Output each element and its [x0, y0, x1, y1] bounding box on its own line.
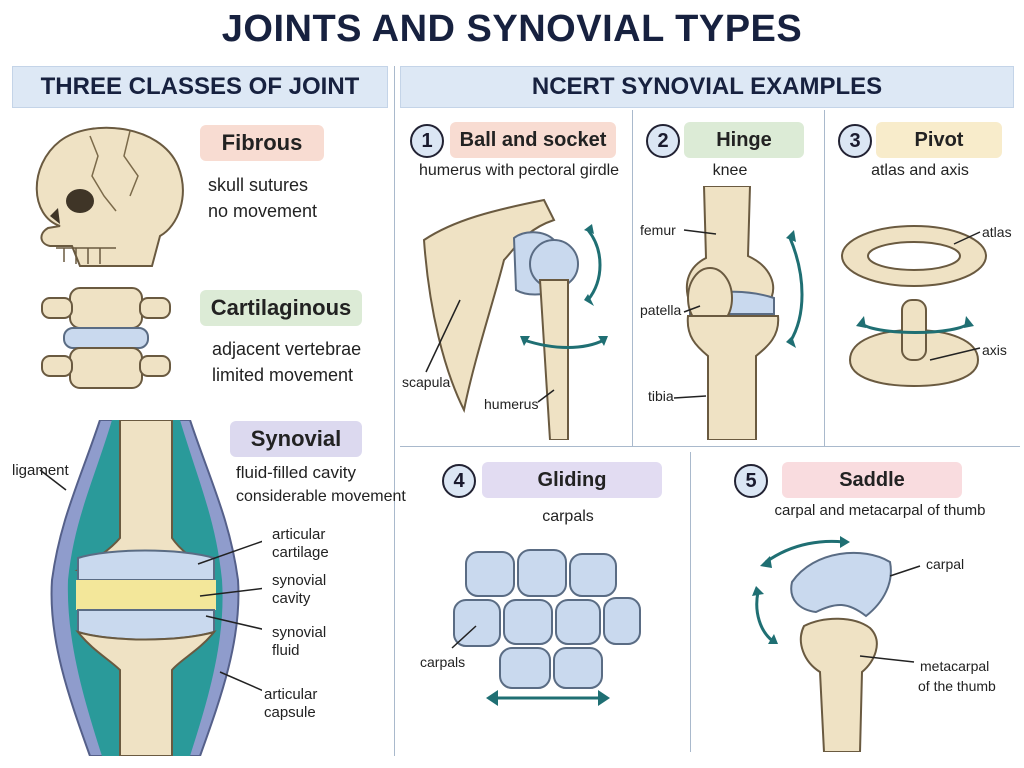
page-title: JOINTS AND SYNOVIAL TYPES	[221, 8, 803, 50]
row-divider	[400, 446, 1020, 447]
gliding-label: Gliding	[482, 462, 662, 498]
hinge-desc: knee	[712, 162, 748, 179]
ball-socket-desc: humerus with pectoral girdle	[418, 162, 620, 179]
knee-illustration	[673, 186, 804, 440]
cartilaginous-label: Cartilaginous	[200, 290, 362, 326]
axis-label: axis	[982, 342, 1007, 358]
gliding-desc: carpals	[542, 508, 594, 525]
example-number-1: 1	[410, 124, 444, 158]
atlas-label: atlas	[982, 224, 1012, 240]
divider-1-2	[632, 110, 633, 446]
carpal-label: carpal	[926, 556, 965, 572]
fibrous-desc-2: no movement	[208, 201, 318, 221]
ball-socket-label: Ball and socket	[450, 122, 616, 158]
divider-2-3	[824, 110, 825, 446]
carpals-illustration	[451, 549, 641, 706]
example-number-5: 5	[734, 464, 768, 498]
articular-capsule-label-1: articular	[264, 686, 318, 703]
metacarpal-label-1: metacarpal	[920, 658, 990, 674]
articular-cartilage-label-1: articular	[272, 526, 326, 543]
patella-label: patella	[640, 302, 682, 318]
left-section-heading: THREE CLASSES OF JOINT	[12, 66, 388, 108]
panel-divider	[394, 66, 395, 756]
synovial-label: Synovial	[230, 421, 362, 457]
right-section-heading: NCERT SYNOVIAL EXAMPLES	[400, 66, 1014, 108]
synovial-cavity-label-2: cavity	[272, 590, 311, 607]
example-number-2: 2	[646, 124, 680, 158]
tibia-label: tibia	[648, 388, 674, 404]
saddle-desc: carpal and metacarpal of thumb	[774, 502, 986, 519]
synovial-cavity-label-1: synovial	[272, 572, 327, 589]
vertebrae-illustration	[41, 287, 171, 389]
atlas-axis-illustration	[841, 225, 987, 388]
cartilaginous-desc-2: limited movement	[212, 365, 354, 385]
thumb-saddle-illustration	[752, 536, 921, 752]
metacarpal-label-2: of the thumb	[918, 678, 996, 694]
fibrous-label: Fibrous	[200, 125, 324, 161]
fibrous-desc-1: skull sutures	[208, 175, 309, 195]
carpals-label: carpals	[420, 654, 466, 670]
articular-cartilage-label-2: cartilage	[272, 544, 329, 561]
scapula-label: scapula	[402, 374, 451, 390]
skull-illustration	[35, 126, 184, 267]
synovial-fluid-label-2: fluid	[272, 642, 300, 659]
hinge-label: Hinge	[684, 122, 804, 158]
example-number-4: 4	[442, 464, 476, 498]
synovial-fluid-label-1: synovial	[272, 624, 327, 641]
saddle-label: Saddle	[782, 462, 962, 498]
shoulder-illustration	[422, 198, 608, 440]
cartilaginous-desc-1: adjacent vertebrae	[212, 339, 362, 359]
pivot-label: Pivot	[876, 122, 1002, 158]
synovial-desc-2: considerable movement	[236, 488, 406, 505]
pivot-desc: atlas and axis	[871, 162, 969, 179]
humerus-label: humerus	[484, 396, 539, 412]
synovial-joint-illustration	[39, 420, 262, 756]
divider-4-5	[690, 452, 691, 752]
example-number-3: 3	[838, 124, 872, 158]
articular-capsule-label-2: capsule	[264, 704, 316, 721]
ligament-label: ligament	[12, 462, 69, 479]
synovial-desc-1: fluid-filled cavity	[236, 463, 356, 482]
femur-label: femur	[640, 222, 676, 238]
